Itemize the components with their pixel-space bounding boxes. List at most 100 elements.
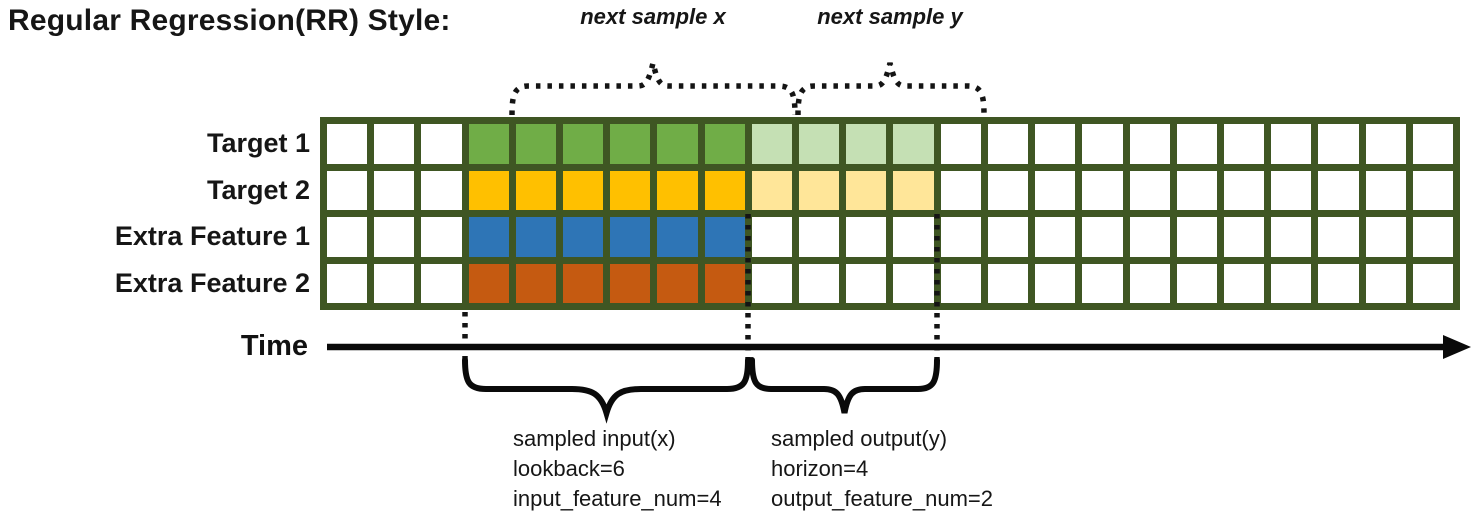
grid-cell	[421, 170, 462, 210]
grid-cell	[1129, 263, 1170, 303]
grid-cell	[374, 170, 415, 210]
grid-cell	[987, 124, 1029, 164]
grid-cell	[327, 124, 368, 164]
grid-cell	[1129, 170, 1170, 210]
grid-cell	[846, 217, 887, 257]
grid-cell	[1365, 217, 1406, 257]
grid-cell	[940, 170, 981, 210]
grid-cell	[1129, 217, 1170, 257]
grid-cell	[327, 170, 368, 210]
grid-cell	[1412, 124, 1453, 164]
sampled-input-brace	[462, 357, 751, 424]
grid-cell	[893, 124, 934, 164]
grid-cell	[1082, 217, 1123, 257]
next-sample-x-brace	[509, 62, 798, 116]
grid-cell	[1365, 124, 1406, 164]
grid-cell	[421, 217, 462, 257]
grid-cell	[657, 170, 698, 210]
grid-cell	[940, 217, 981, 257]
grid-cell	[657, 217, 698, 257]
grid-cell	[1176, 170, 1217, 210]
grid-cell	[1035, 217, 1076, 257]
grid-cell	[563, 170, 604, 210]
horizon-value: horizon=4	[771, 456, 869, 481]
sampled-output-annotation: sampled output(y) horizon=4 output_featu…	[771, 424, 993, 514]
row-label-extra-feature-1: Extra Feature 1	[114, 221, 310, 251]
grid-cell	[704, 124, 745, 164]
grid-cell	[704, 217, 745, 257]
grid-cell	[893, 217, 934, 257]
input-feature-num-value: input_feature_num=4	[513, 486, 722, 511]
grid-cell	[987, 263, 1029, 303]
grid-cell	[1318, 124, 1359, 164]
grid-cell	[421, 124, 462, 164]
grid-cell	[327, 263, 368, 303]
grid-cell	[704, 263, 745, 303]
grid-cell	[704, 170, 745, 210]
grid-cell	[374, 263, 415, 303]
grid-cell	[563, 263, 604, 303]
grid-cell	[1082, 170, 1123, 210]
grid-cell	[563, 217, 604, 257]
grid-cell	[1223, 124, 1265, 164]
output-feature-num-value: output_feature_num=2	[771, 486, 994, 511]
grid-cell	[799, 217, 840, 257]
grid-cell	[987, 170, 1029, 210]
grid-cell	[421, 263, 462, 303]
next-sample-y-label: next sample y	[817, 4, 963, 29]
grid-cell	[751, 263, 793, 303]
grid-cell	[799, 170, 840, 210]
grid-cell	[610, 170, 651, 210]
grid-cell	[515, 170, 557, 210]
grid-cell	[846, 170, 887, 210]
row-label-target-2: Target 2	[206, 175, 310, 205]
grid-cell	[1318, 263, 1359, 303]
grid-cell	[940, 124, 981, 164]
grid-cell	[1223, 170, 1265, 210]
sampled-output-brace	[749, 357, 940, 414]
grid-cell	[610, 124, 651, 164]
grid-cell	[1035, 124, 1076, 164]
grid-cell	[799, 124, 840, 164]
grid-cell	[846, 263, 887, 303]
time-axis-arrowhead	[1443, 335, 1471, 359]
grid-cell	[468, 170, 509, 210]
grid-cell	[1129, 124, 1170, 164]
grid-cell	[751, 124, 793, 164]
grid-cell	[1176, 124, 1217, 164]
grid-cell	[940, 263, 981, 303]
grid-cell	[893, 263, 934, 303]
grid-cell	[1035, 263, 1076, 303]
grid-cell	[563, 124, 604, 164]
grid-cell	[1365, 170, 1406, 210]
grid-cell	[610, 263, 651, 303]
grid-cell	[468, 263, 509, 303]
sampled-input-annotation: sampled input(x) lookback=6 input_featur…	[513, 424, 722, 514]
grid-cell	[1412, 170, 1453, 210]
grid-cell	[374, 217, 415, 257]
grid-cell	[1412, 217, 1453, 257]
next-sample-x-label: next sample x	[580, 4, 726, 29]
grid-cell	[657, 124, 698, 164]
grid-cell	[327, 217, 368, 257]
grid-cell	[799, 263, 840, 303]
grid-cell	[1365, 263, 1406, 303]
grid-cell	[1271, 263, 1312, 303]
diagram-title: Regular Regression(RR) Style:	[8, 4, 451, 37]
grid-cell	[515, 124, 557, 164]
row-label-target-1: Target 1	[206, 128, 310, 158]
grid-cell	[1318, 217, 1359, 257]
grid-cell	[1176, 217, 1217, 257]
grid-cell	[468, 217, 509, 257]
grid-cell	[1223, 217, 1265, 257]
sampled-output-title: sampled output(y)	[771, 426, 948, 451]
grid-cell	[1176, 263, 1217, 303]
sampled-input-title: sampled input(x)	[513, 426, 676, 451]
grid-cell	[610, 217, 651, 257]
grid-cell	[374, 124, 415, 164]
grid-cell	[515, 217, 557, 257]
grid-cell	[1271, 124, 1312, 164]
grid-cell	[751, 217, 793, 257]
grid-cell	[1035, 170, 1076, 210]
